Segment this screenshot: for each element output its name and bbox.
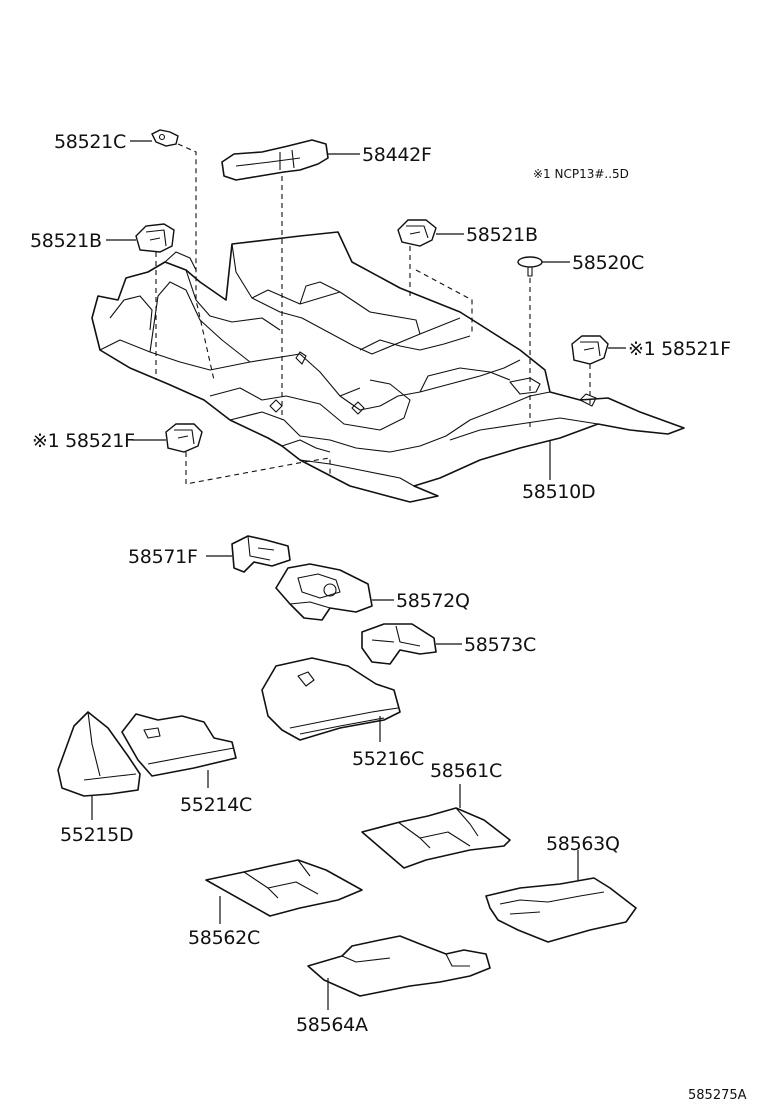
- floor-mat-58561c: [361, 807, 511, 869]
- clip-58521c: [151, 129, 179, 147]
- plug-58520c: [517, 256, 543, 277]
- figure-code: 585275A: [688, 1088, 747, 1103]
- label-58520c: 58520C: [572, 252, 644, 274]
- leader-lines: [91, 140, 626, 1010]
- clip-58521b-left: [135, 223, 175, 253]
- label-58573c: 58573C: [464, 634, 536, 656]
- clip-58521b-right: [397, 219, 437, 247]
- label-58521b-right: 58521B: [466, 224, 538, 246]
- label-58572q: 58572Q: [396, 590, 470, 612]
- label-58521c: 58521C: [54, 131, 126, 153]
- label-58521f-left: ※1 58521F: [32, 430, 135, 452]
- silencer-58573c: [361, 623, 437, 665]
- label-55215d: 55215D: [60, 824, 133, 846]
- label-55216c: 55216C: [352, 748, 424, 770]
- floor-mat-58564a: [307, 935, 491, 997]
- floor-carpet-58510d: [91, 231, 685, 503]
- pad-58442f: [221, 139, 329, 181]
- label-58564a: 58564A: [296, 1014, 368, 1036]
- label-55214c: 55214C: [180, 794, 252, 816]
- label-58442f: 58442F: [362, 144, 432, 166]
- floor-mat-58562c: [205, 859, 363, 917]
- floor-mat-58563q: [485, 877, 637, 943]
- clip-58521f-right: [571, 335, 609, 365]
- label-58563q: 58563Q: [546, 833, 620, 855]
- silencer-55214c: [121, 713, 237, 777]
- silencer-58571f: [231, 535, 291, 573]
- label-58562c: 58562C: [188, 927, 260, 949]
- label-58510d: 58510D: [522, 481, 595, 503]
- label-58561c: 58561C: [430, 760, 502, 782]
- label-58521b-left: 58521B: [30, 230, 102, 252]
- note-ncp13: ※1 NCP13#..5D: [533, 167, 629, 181]
- silencer-58572q: [275, 563, 373, 621]
- clip-58521f-left: [165, 423, 203, 453]
- silencer-55216c: [261, 657, 401, 741]
- label-58521f-right: ※1 58521F: [628, 338, 731, 360]
- silencer-55215d: [57, 711, 141, 797]
- assembly-lines: [155, 143, 591, 485]
- label-58571f: 58571F: [128, 546, 198, 568]
